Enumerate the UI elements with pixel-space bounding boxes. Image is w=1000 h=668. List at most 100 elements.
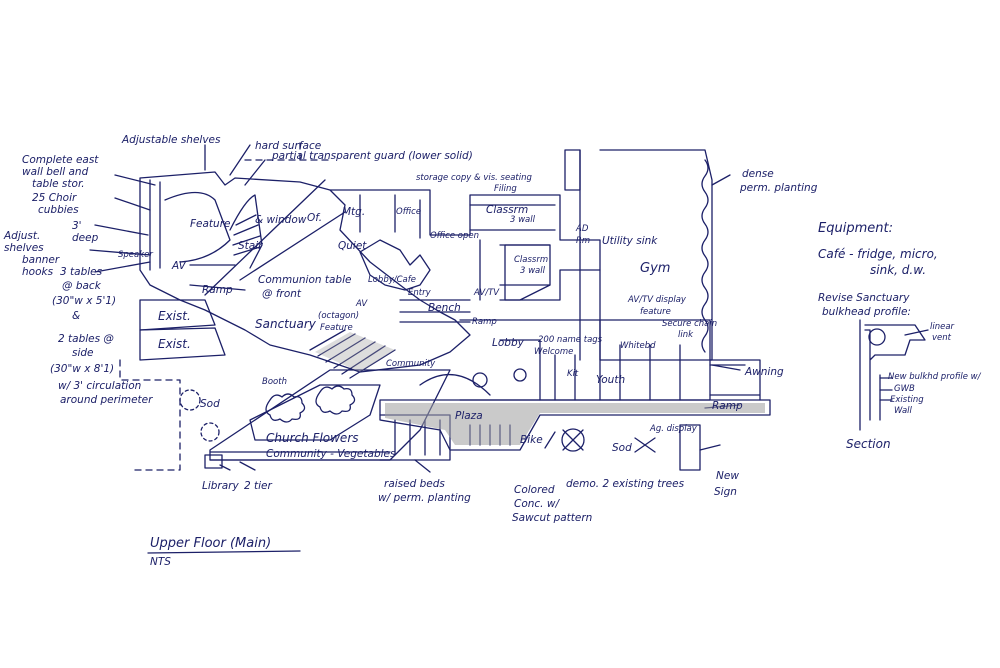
ag-display xyxy=(679,424,701,471)
section-leaders xyxy=(879,329,929,401)
label-av: AV xyxy=(172,260,186,272)
label-colored-2: Conc. w/ xyxy=(514,498,559,510)
label-two-tier: 2 tier xyxy=(244,480,272,492)
ramp-lines xyxy=(189,264,246,291)
sanctuary-hatch xyxy=(309,329,396,379)
label-kit: Kit xyxy=(567,369,579,379)
plaza-shading xyxy=(385,403,765,445)
label-speaker: Speaker xyxy=(118,250,153,260)
label-colored-3: Sawcut pattern xyxy=(512,512,593,524)
label-new-bulkhead-2: GWB xyxy=(894,384,915,394)
demo-tree-1 xyxy=(562,429,584,451)
label-tables-side-1: 2 tables @ xyxy=(58,333,114,345)
label-adjust-shelves-1: Adjust. xyxy=(4,230,41,242)
label-feature: Feature xyxy=(190,218,231,230)
label-booth: Booth xyxy=(262,377,287,387)
library-box xyxy=(204,454,223,469)
label-new-sign-1: New xyxy=(716,470,739,482)
sanctuary-outline xyxy=(139,171,471,373)
label-lobby: Lobby xyxy=(492,337,524,349)
label-storage-copy: storage copy & vis. seating xyxy=(416,173,532,183)
exist-room-1 xyxy=(139,299,216,331)
demo-tree-2 xyxy=(634,437,656,453)
label-circulation-1: w/ 3' circulation xyxy=(58,380,142,392)
label-section: Section xyxy=(846,437,891,451)
plaza-arc xyxy=(419,373,491,396)
label-av-2: AV xyxy=(356,299,368,309)
gym-stair xyxy=(564,149,581,191)
stair-curve xyxy=(229,194,263,269)
drawing-scale: NTS xyxy=(150,556,171,568)
label-ramp-3: Ramp xyxy=(712,400,743,412)
label-amp: & xyxy=(72,310,81,322)
label-ramp: Ramp xyxy=(202,284,233,296)
office-block xyxy=(329,189,601,301)
exist-room-2 xyxy=(139,327,226,361)
label-window: & window xyxy=(255,214,307,226)
vent-circle xyxy=(868,328,886,346)
label-av-tv-display-1: AV/TV display xyxy=(628,295,686,305)
classroom-2 xyxy=(504,244,551,301)
label-lobby-cafe: Lobby/Cafe xyxy=(368,275,416,285)
plaza-outline xyxy=(379,399,771,451)
wall-diag xyxy=(204,179,326,296)
label-youth: Youth xyxy=(596,374,626,386)
label-mtg: Mtg. xyxy=(342,206,366,218)
bush-2 xyxy=(315,385,356,415)
label-equip-1: Café - fridge, micro, xyxy=(818,247,938,261)
label-communion-1: Communion table xyxy=(258,274,352,286)
label-whiteboard: Whitebd xyxy=(620,341,656,351)
label-existing-2: Wall xyxy=(894,406,912,416)
label-equipment: Equipment: xyxy=(818,221,893,236)
sod-circle-2 xyxy=(200,422,220,442)
label-dense-planting-1: dense xyxy=(742,168,774,180)
label-new-sign-2: Sign xyxy=(714,486,737,498)
label-colored-1: Colored xyxy=(514,484,555,496)
label-deep-2: deep xyxy=(72,232,99,244)
label-adjustable-shelves: Adjustable shelves xyxy=(122,134,221,146)
label-sanctuary: Sanctuary xyxy=(255,317,316,331)
bush-1 xyxy=(265,393,306,423)
sign-circle-1 xyxy=(472,372,488,388)
label-quiet: Quiet xyxy=(338,240,367,252)
entry-lines xyxy=(399,299,471,323)
drawing-title: Upper Floor (Main) xyxy=(150,536,272,551)
dashed-boundary xyxy=(119,139,331,471)
label-complete-east-1: Complete east xyxy=(22,154,99,166)
label-ag-display: Ag. display xyxy=(650,424,697,434)
label-office-open: Office open xyxy=(430,231,480,241)
label-community: Community xyxy=(386,359,436,369)
label-awning: Awning xyxy=(745,366,784,378)
label-choir-cubbies-1: 25 Choir xyxy=(32,192,77,204)
label-of: Of. xyxy=(307,212,323,224)
label-library: Library xyxy=(202,480,239,492)
label-adjust-shelves-2: shelves xyxy=(4,242,44,254)
label-tables-back-2: @ back xyxy=(62,280,101,292)
label-secure-chain-1: Secure chain xyxy=(662,319,718,329)
label-sod-2: Sod xyxy=(612,442,632,454)
community-bed xyxy=(209,451,391,461)
label-revise-1: Revise Sanctuary xyxy=(818,292,910,304)
east-ramp xyxy=(709,359,761,401)
garden-inner xyxy=(249,384,381,441)
label-classrm-1: Classrm xyxy=(486,204,529,216)
label-revise-2: bulkhead profile: xyxy=(822,306,911,318)
label-ramp-2: Ramp xyxy=(472,317,497,327)
label-ad: AD xyxy=(576,224,589,234)
label-name-tag-1: 200 name tags xyxy=(538,335,603,345)
label-octagon-1: (octagon) xyxy=(318,311,360,321)
label-entry: Entry xyxy=(408,288,431,298)
label-classrm-1b: 3 wall xyxy=(510,215,535,225)
feature-arc xyxy=(164,191,231,263)
label-tables-back-1: 3 tables xyxy=(60,266,103,278)
label-tables-back-3: (30"w x 5'1) xyxy=(52,295,117,307)
label-rm: Rm xyxy=(576,236,591,246)
label-av-tv: AV/TV xyxy=(474,288,500,298)
sod-circle-1 xyxy=(179,389,201,411)
label-classrm-2b: 3 wall xyxy=(520,266,545,276)
label-name-tag-2: Welcome xyxy=(534,347,574,357)
title-underline xyxy=(147,550,301,554)
label-raised-beds-2: w/ perm. planting xyxy=(378,492,471,504)
